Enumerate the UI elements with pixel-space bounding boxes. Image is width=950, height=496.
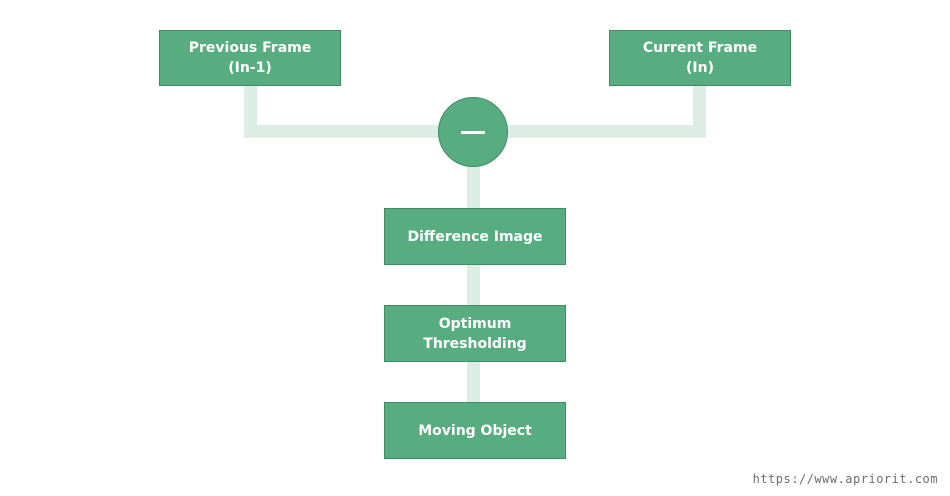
current-frame-subtitle: (In) [686,60,714,76]
minus-icon [461,130,485,134]
difference-image-label: Difference Image [407,228,543,245]
connector-center-vertical [467,165,480,405]
previous-frame-box: Previous Frame (In-1) [159,30,341,86]
previous-frame-title: Previous Frame [188,40,312,56]
current-frame-box: Current Frame (In) [609,30,791,86]
current-frame-title: Current Frame [642,40,758,56]
difference-image-box: Difference Image [384,208,566,265]
optimum-thresholding-line1: Optimum [438,315,512,332]
connector-prev-vertical [244,85,257,138]
optimum-thresholding-box: Optimum Thresholding [384,305,566,362]
previous-frame-subtitle: (In-1) [228,60,272,76]
connector-curr-vertical [693,85,706,138]
moving-object-box: Moving Object [384,402,566,459]
optimum-thresholding-line2: Thresholding [423,335,527,352]
source-watermark: https://www.apriorit.com [752,472,938,486]
subtraction-node [438,97,508,167]
moving-object-label: Moving Object [418,422,532,439]
